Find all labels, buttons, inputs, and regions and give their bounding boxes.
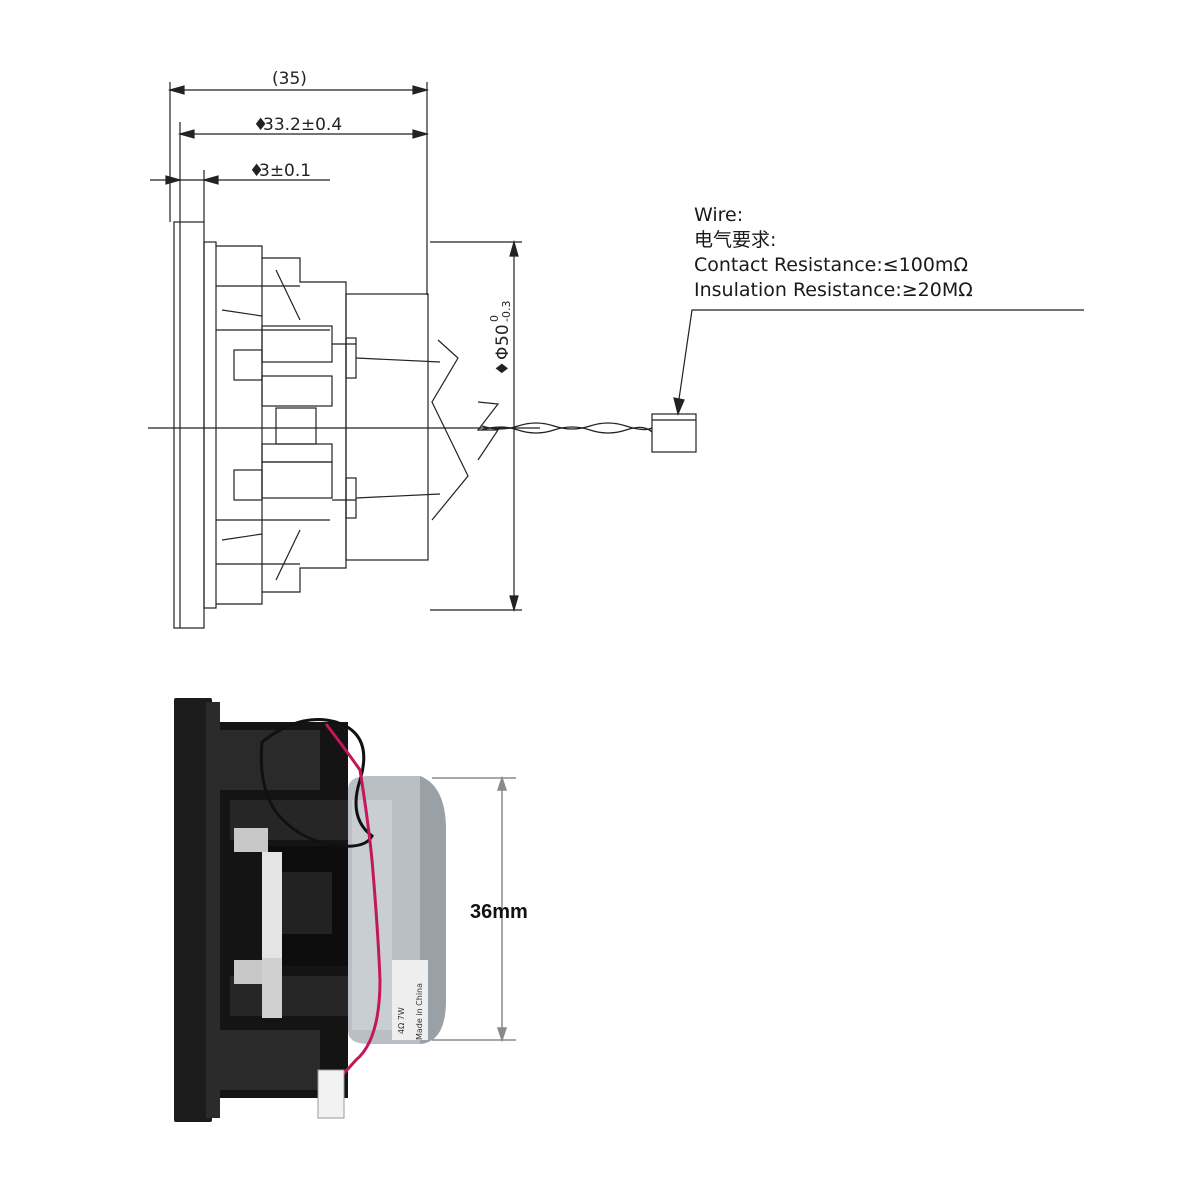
photo-red-wire — [324, 723, 382, 1082]
terminal-upper — [261, 325, 333, 363]
twisted-wire — [481, 422, 653, 431]
photo-label-text-2: Made in China — [415, 983, 424, 1040]
photo-black-wire — [259, 718, 374, 848]
speaker-photo: 4Ω 7W Made in China — [174, 698, 446, 1122]
photo-label-text-1: 4Ω 7W — [397, 1007, 406, 1034]
photo-magnet-label — [392, 960, 428, 1040]
svg-text:♦: ♦ — [253, 115, 268, 135]
wire-connector — [651, 413, 697, 453]
wire-spec-subtitle: 电气要求: — [694, 229, 777, 251]
svg-text:-0.3: -0.3 — [500, 301, 513, 322]
photo-front-plate — [174, 698, 212, 1122]
photo-connector — [317, 1069, 345, 1119]
spec-leader-line — [677, 309, 1084, 407]
wire-spec: Wire: 电气要求: Contact Resistance:≤100mΩ In… — [694, 203, 973, 303]
break-mark — [431, 339, 469, 521]
front-plate — [173, 221, 205, 629]
terminal-lower — [261, 461, 333, 499]
dimension-body-label: ♦ 33.2±0.4 — [253, 115, 342, 135]
dimension-diameter-label: ♦ Φ 50 0 -0.3 — [488, 301, 513, 376]
magnet — [345, 293, 429, 561]
photo-terminal-upper — [234, 828, 268, 852]
svg-text:♦: ♦ — [493, 361, 513, 376]
dimension-line-diameter — [430, 239, 522, 613]
dimension-line-flange — [150, 175, 330, 185]
svg-text:Φ: Φ — [493, 347, 513, 360]
dimension-flange-label: ♦ 3±0.1 — [249, 161, 311, 181]
wire-spec-title: Wire: — [694, 204, 744, 226]
technical-drawing — [148, 82, 1084, 629]
photo-dimension-line — [432, 775, 516, 1043]
dimension-overall-label: (35) — [272, 69, 307, 89]
svg-text:3±0.1: 3±0.1 — [259, 161, 311, 181]
svg-text:♦: ♦ — [249, 161, 264, 181]
dimension-line-overall — [167, 85, 430, 95]
dimension-line-body — [177, 129, 430, 139]
speaker-frame — [216, 245, 347, 605]
photo-dimension-label: 36mm — [470, 901, 528, 923]
wire-spec-insulation-resistance: Insulation Resistance:≥20MΩ — [694, 279, 973, 301]
svg-text:50: 50 — [493, 324, 513, 346]
svg-text:33.2±0.4: 33.2±0.4 — [263, 115, 342, 135]
svg-text:0: 0 — [488, 315, 501, 322]
wire-spec-contact-resistance: Contact Resistance:≤100mΩ — [694, 254, 968, 276]
